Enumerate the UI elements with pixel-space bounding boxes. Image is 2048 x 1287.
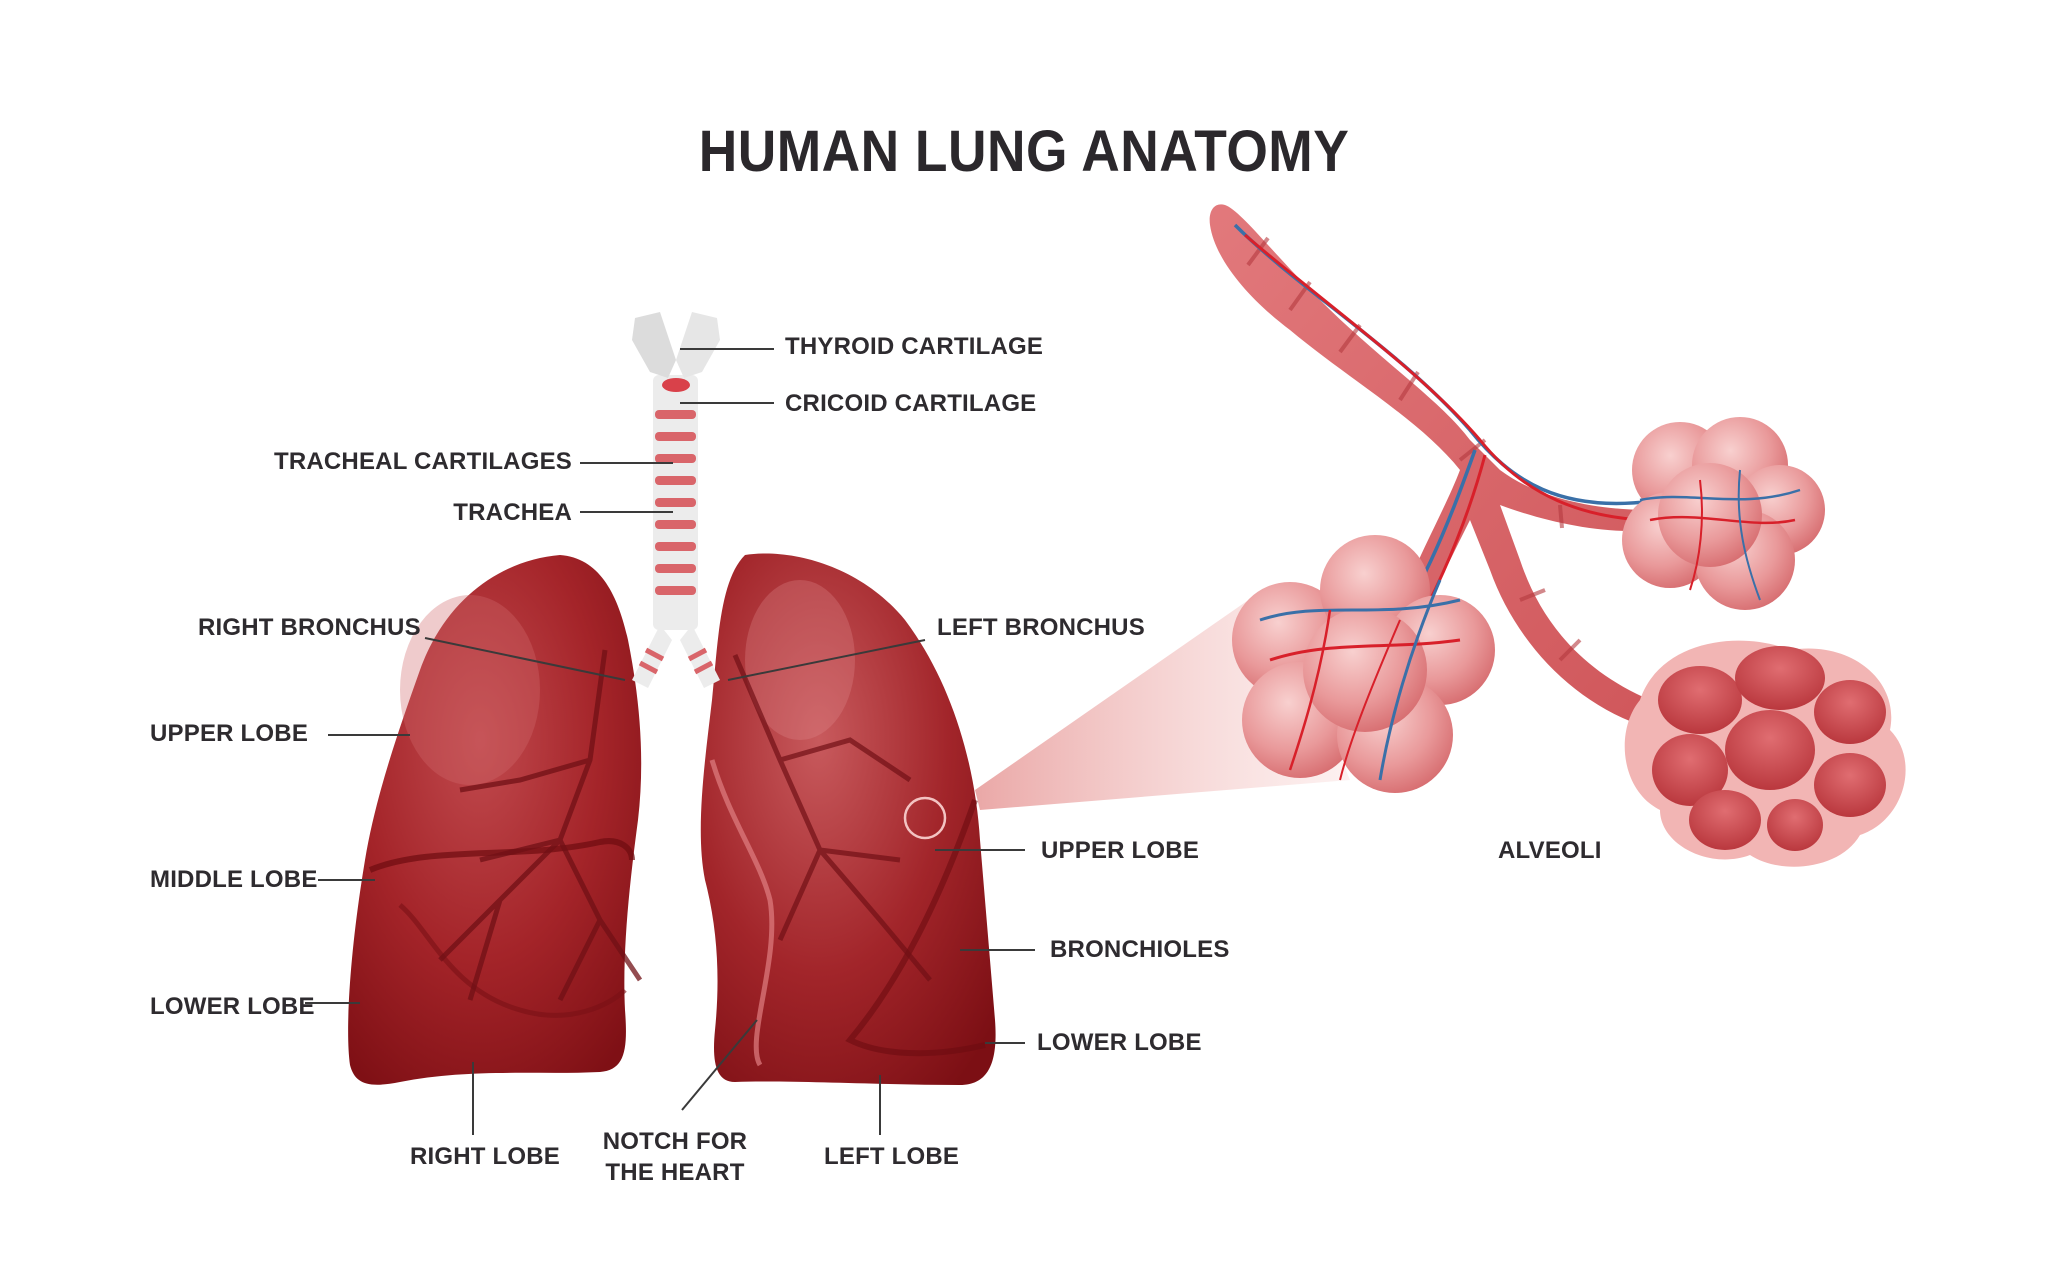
label-right-middle-lobe: MIDDLE LOBE [150, 866, 318, 893]
label-notch-for-heart-line1: NOTCH FOR [602, 1128, 748, 1155]
leader-lines [305, 348, 1035, 1135]
label-left-lobe: LEFT LOBE [824, 1143, 960, 1170]
label-right-bronchus: RIGHT BRONCHUS [198, 614, 421, 641]
label-left-lower-lobe: LOWER LOBE [1037, 1029, 1202, 1056]
diagram-title: HUMAN LUNG ANATOMY [698, 119, 1350, 184]
left-lung [700, 553, 996, 1085]
label-left-upper-lobe: UPPER LOBE [1041, 837, 1200, 864]
right-lung [348, 555, 643, 1085]
label-right-upper-lobe: UPPER LOBE [150, 720, 309, 747]
magnified-region-marker [903, 796, 947, 840]
alveolar-sac-cluster-lower [1232, 535, 1495, 793]
label-tracheal-cartilages: TRACHEAL CARTILAGES [273, 448, 572, 475]
alveolar-sac-cluster-upper [1622, 417, 1825, 610]
label-right-lobe: RIGHT LOBE [410, 1143, 560, 1170]
label-trachea: TRACHEA [453, 499, 572, 526]
label-alveoli: ALVEOLI [1498, 837, 1602, 864]
trachea [632, 312, 720, 688]
label-cricoid-cartilage: CRICOID CARTILAGE [785, 390, 1037, 417]
alveoli-illustration [1209, 204, 1906, 867]
label-notch-for-heart-line2: THE HEART [605, 1159, 745, 1186]
label-left-bronchus: LEFT BRONCHUS [937, 614, 1145, 641]
label-right-lower-lobe: LOWER LOBE [150, 993, 315, 1020]
alveolar-cross-section [1624, 640, 1906, 867]
label-bronchioles: BRONCHIOLES [1050, 936, 1230, 963]
label-thyroid-cartilage: THYROID CARTILAGE [785, 333, 1044, 360]
